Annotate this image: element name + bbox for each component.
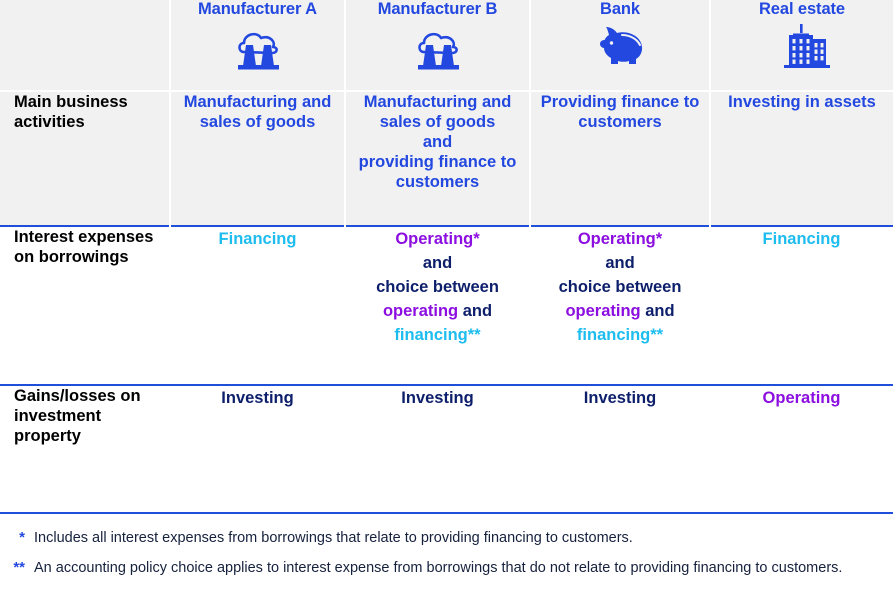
row-label: Gains/losses on investment property — [14, 387, 141, 445]
cell-value: Financing — [762, 230, 841, 248]
header-cell-empty — [0, 0, 171, 91]
row-label: Interest expenses on borrowings — [14, 228, 154, 266]
cell-value-line: financing** — [394, 326, 481, 344]
column-title: Manufacturer A — [197, 0, 317, 18]
column-title: Manufacturer B — [377, 0, 498, 18]
cell-value-suffix: and — [458, 302, 493, 320]
cell-main-activities-manufacturer-a: Manufacturing and sales of goods — [170, 90, 346, 226]
cell-value-line: Operating* — [395, 230, 480, 248]
cell-value-line: operating — [382, 302, 459, 320]
piggy-bank-icon — [531, 22, 709, 70]
cell-value: Investing — [583, 389, 657, 407]
footnote-text: Includes all interest expenses from borr… — [34, 530, 633, 546]
cell-gains-bank: Investing — [530, 384, 710, 499]
footnote-single-asterisk: * Includes all interest expenses from bo… — [0, 528, 893, 548]
cell-value-line: choice between — [376, 278, 499, 296]
cell-value-line: and — [422, 254, 453, 272]
cell-value-line: Manufacturing and sales of goods — [363, 93, 512, 131]
row-header-main-business-activities: Main business activities — [0, 90, 171, 226]
cell-value-line: and — [605, 254, 635, 272]
header-cell-bank: Bank — [530, 0, 711, 91]
table-row: Main business activities Manufacturing a… — [0, 90, 893, 226]
business-activity-classification-table: Manufacturer A Manufacturer B — [0, 0, 893, 499]
footnote-marker: ** — [13, 559, 25, 576]
table-bottom-rule — [0, 512, 893, 514]
cell-main-activities-bank: Providing finance to customers — [530, 90, 711, 226]
cell-value-line: providing finance to customers — [358, 153, 517, 191]
office-building-icon — [711, 22, 893, 70]
row-header-gains-losses: Gains/losses on investment property — [0, 384, 170, 499]
row-label: Main business activities — [14, 93, 128, 131]
cell-value: Operating — [762, 389, 841, 407]
table-row: Gains/losses on investment property Inve… — [0, 384, 893, 499]
footnote-text: An accounting policy choice applies to i… — [34, 560, 843, 576]
cell-main-activities-manufacturer-b: Manufacturing and sales of goods and pro… — [345, 90, 531, 226]
footnote-marker: * — [19, 529, 25, 546]
cell-value: Providing finance to customers — [540, 93, 700, 131]
cell-main-activities-real-estate: Investing in assets — [710, 90, 893, 226]
footnotes: * Includes all interest expenses from bo… — [0, 528, 893, 588]
footnote-double-asterisk: ** An accounting policy choice applies t… — [0, 558, 893, 578]
cell-interest-manufacturer-a: Financing — [170, 225, 345, 385]
cell-value-line: operating — [565, 302, 641, 320]
cell-value: Investing — [221, 389, 294, 407]
header-cell-real-estate: Real estate — [710, 0, 893, 91]
cell-value-line: Operating* — [577, 230, 663, 248]
factory-icon — [171, 22, 344, 70]
cell-value: Manufacturing and sales of goods — [183, 93, 332, 131]
cell-value: Investing — [401, 389, 474, 407]
row-header-interest-expenses: Interest expenses on borrowings — [0, 225, 170, 385]
cell-interest-manufacturer-b: Operating* and choice between operating … — [345, 225, 530, 385]
cell-value-line: financing** — [576, 326, 664, 344]
cell-value: Financing — [218, 230, 297, 248]
column-title: Bank — [600, 0, 640, 18]
header-cell-manufacturer-a: Manufacturer A — [170, 0, 346, 91]
cell-gains-real-estate: Operating — [710, 384, 893, 499]
cell-value-line: choice between — [558, 278, 682, 296]
header-cell-manufacturer-b: Manufacturer B — [345, 0, 531, 91]
cell-interest-bank: Operating* and choice between operating … — [530, 225, 710, 385]
cell-gains-manufacturer-a: Investing — [170, 384, 345, 499]
cell-interest-real-estate: Financing — [710, 225, 893, 385]
cell-value-suffix: and — [640, 302, 675, 320]
table-row: Interest expenses on borrowings Financin… — [0, 225, 893, 385]
column-title: Real estate — [758, 0, 846, 18]
cell-gains-manufacturer-b: Investing — [345, 384, 530, 499]
cell-value-line: and — [422, 133, 453, 151]
factory-icon — [346, 22, 529, 70]
table-header-row: Manufacturer A Manufacturer B — [0, 0, 893, 91]
cell-value: Investing in assets — [728, 93, 876, 111]
